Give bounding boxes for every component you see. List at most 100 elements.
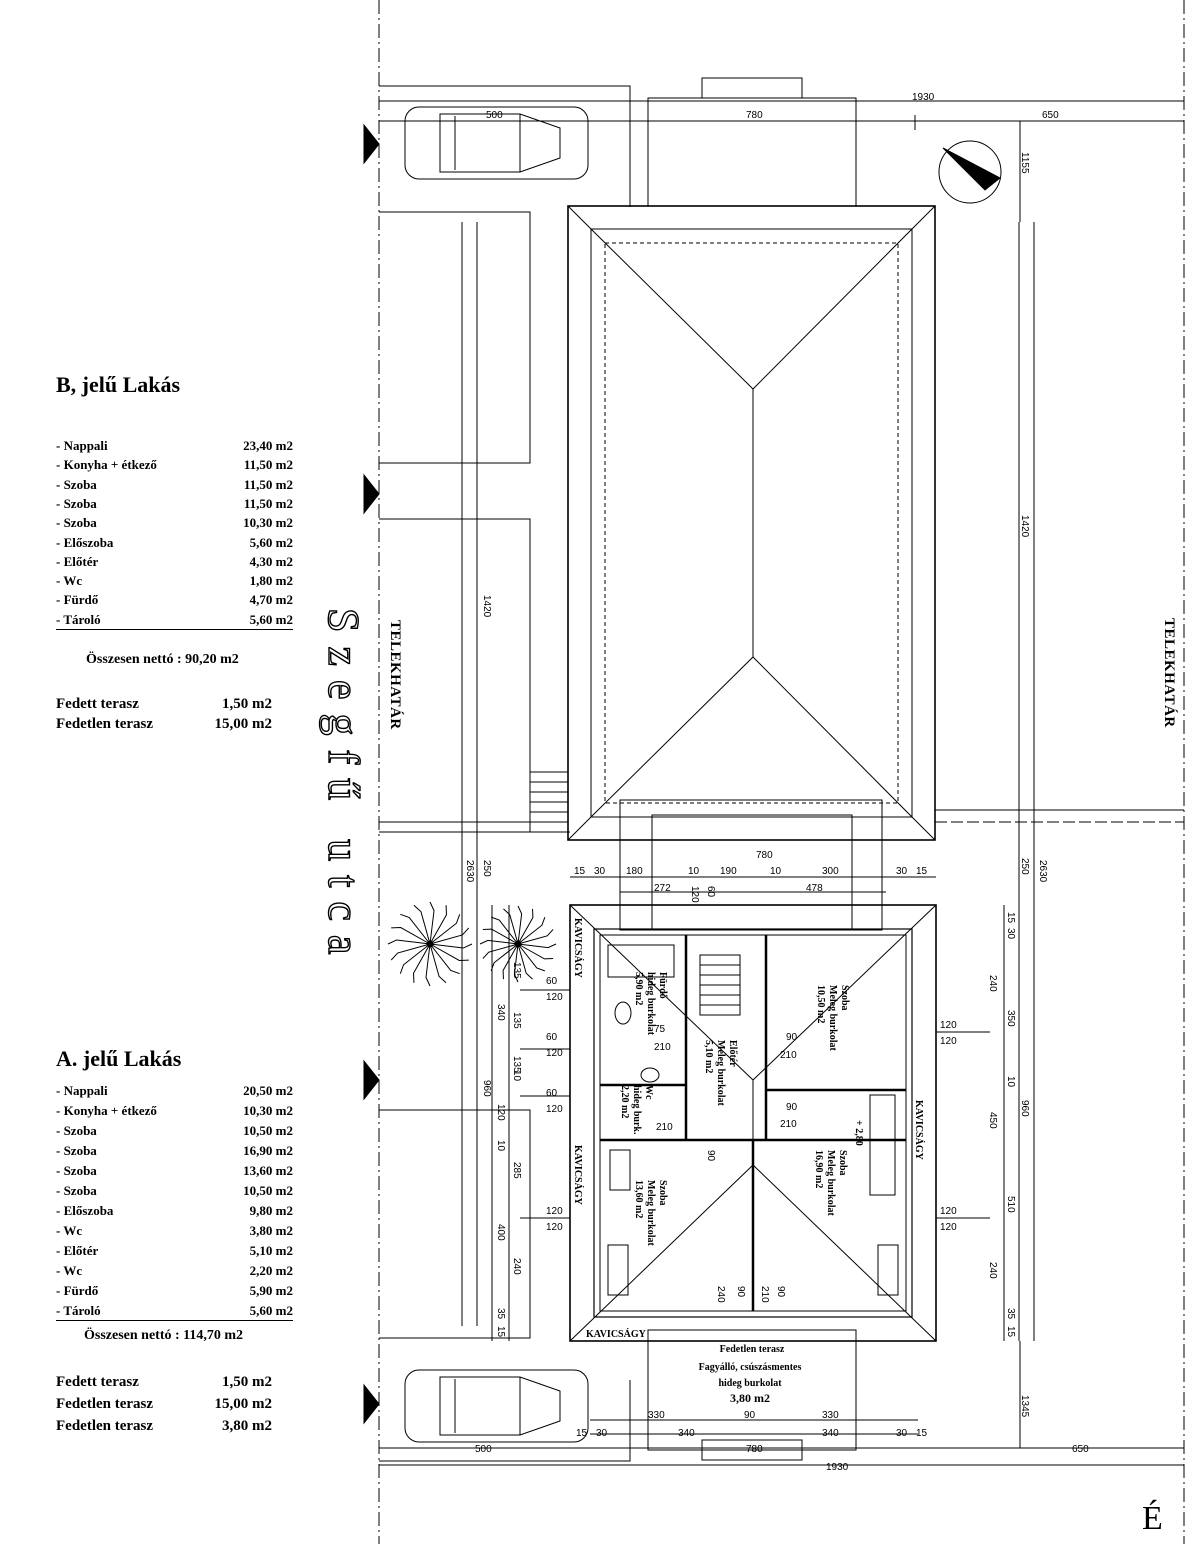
apartment-a-title: A. jelű Lakás [56, 1046, 182, 1071]
svg-text:Meleg burkolat: Meleg burkolat [825, 1150, 836, 1216]
terrace-area: 3,80 m2 [222, 1418, 272, 1434]
svg-text:16,90 m2: 16,90 m2 [813, 1150, 824, 1188]
dim-label: 15 [1005, 912, 1016, 924]
room-label: Wc hideg burk. 2,20 m2 [619, 1085, 654, 1135]
dim-label: 450 [987, 1112, 998, 1129]
dim-label: 10 [770, 866, 782, 877]
tree-icon [387, 901, 473, 987]
room-area: 5,60 m2 [249, 534, 293, 550]
room-name: - Előtér [56, 1243, 99, 1258]
dim-label: 285 [511, 1162, 522, 1179]
dim-label: 10 [1005, 1076, 1016, 1088]
dim-label: 1420 [481, 595, 492, 618]
dim-label: 780 [746, 110, 763, 121]
room-area: 11,50 m2 [243, 476, 293, 492]
dim-label: 340 [822, 1428, 839, 1439]
room-area: 5,90 m2 [249, 1283, 293, 1298]
dim-label: 210 [654, 1042, 671, 1053]
svg-text:5,90 m2: 5,90 m2 [633, 972, 644, 1005]
room-name: - Tároló [56, 611, 101, 627]
dim-label: 90 [705, 1150, 716, 1162]
dim-label: 120 [495, 1104, 506, 1121]
terrace-name: Fedett terasz [56, 1374, 139, 1390]
svg-text:Meleg burkolat: Meleg burkolat [827, 985, 838, 1051]
room-area: 13,60 m2 [243, 1163, 293, 1178]
dim-label: 1930 [826, 1462, 849, 1473]
dim-label: 60 [705, 886, 716, 898]
dim-label: 240 [511, 1258, 522, 1275]
room-name: - Szoba [56, 1123, 97, 1138]
room-area: 10,30 m2 [243, 515, 293, 531]
entrance-marker [363, 1383, 380, 1425]
apartment-a-total: Összesen nettó : 114,70 m2 [84, 1328, 244, 1343]
dim-label: 210 [759, 1286, 770, 1303]
svg-text:hideg burk.: hideg burk. [631, 1085, 642, 1135]
dim-label: 120 [940, 1222, 957, 1233]
gravel-label: KAVICSÁGY [572, 918, 584, 979]
room-name: - Nappali [56, 1083, 108, 1098]
room-area: 5,10 m2 [249, 1243, 293, 1258]
dim-label: 300 [822, 866, 839, 877]
dim-label: 190 [720, 866, 737, 877]
dim-label: 15 [916, 1428, 928, 1439]
tree-icon [479, 905, 557, 983]
room-name: - Konyha + étkező [56, 1103, 157, 1118]
gravel-label: KAVICSÁGY [572, 1145, 584, 1206]
dim-label: 478 [806, 883, 823, 894]
dim-label: 10 [511, 1070, 522, 1082]
svg-text:10,50 m2: 10,50 m2 [815, 985, 826, 1023]
dim-label: 1930 [912, 92, 935, 103]
room-row: - Konyha + étkező 11,50 m2 [56, 457, 293, 473]
room-area: 4,70 m2 [249, 592, 293, 608]
dim-label: 15 [1005, 1326, 1016, 1338]
room-name: - Konyha + étkező [56, 457, 157, 473]
room-name: - Szoba [56, 495, 97, 511]
room-name: - Előszoba [56, 534, 114, 550]
room-name: - Fürdő [56, 592, 99, 608]
dim-label: 30 [896, 866, 908, 877]
apartment-b-title: B, jelű Lakás [56, 372, 181, 397]
svg-text:hideg burkolat: hideg burkolat [645, 972, 656, 1036]
room-area: 5,60 m2 [249, 1303, 293, 1318]
dim-label: 180 [626, 866, 643, 877]
dim-label: 250 [1019, 858, 1030, 875]
carport-bottom [647, 1329, 857, 1451]
dim-label: 90 [786, 1032, 798, 1043]
entrance-marker [363, 1059, 380, 1101]
terrace-note: Fedetlen terasz Fagyálló, csúszásmentes … [699, 1344, 802, 1405]
dim-label: 120 [546, 992, 563, 1003]
room-name: - Szoba [56, 1143, 97, 1158]
room-area: 11,50 m2 [243, 457, 293, 473]
dim-label: 120 [546, 1222, 563, 1233]
room-area: 23,40 m2 [243, 438, 293, 453]
terrace-area: 15,00 m2 [214, 1396, 273, 1412]
dim-label: 60 [546, 1032, 558, 1043]
svg-text:Meleg burkolat: Meleg burkolat [645, 1180, 656, 1246]
svg-text:2,20 m2: 2,20 m2 [619, 1085, 630, 1118]
exterior-stairs [529, 771, 569, 833]
room-label: Szoba Meleg burkolat 16,90 m2 [813, 1150, 848, 1216]
boundary-label-right: TELEKHATÁR [1161, 618, 1177, 728]
dim-label: 120 [940, 1206, 957, 1217]
dim-label: 650 [1042, 110, 1059, 121]
room-name: - Nappali [56, 438, 108, 453]
dim-label: 960 [1019, 1100, 1030, 1117]
apartment-b-total: Összesen nettó : 90,20 m2 [86, 652, 239, 667]
neighbour-middle [379, 518, 531, 823]
room-area: 11,50 m2 [243, 495, 293, 511]
